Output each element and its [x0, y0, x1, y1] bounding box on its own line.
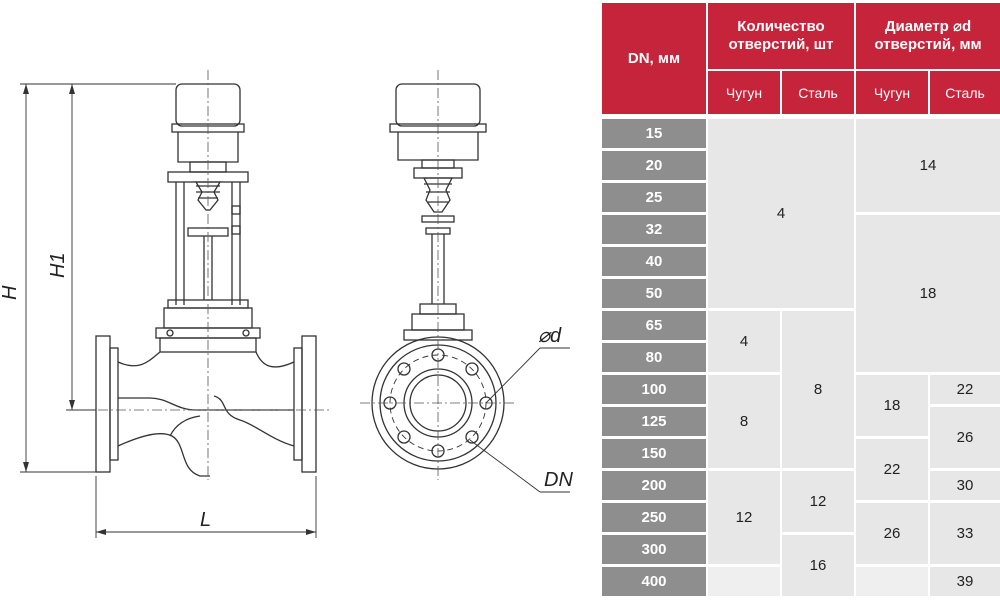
hole-diameter-cell: 26: [930, 407, 1000, 468]
dn-cell: 40: [602, 247, 706, 276]
dn-cell: 32: [602, 215, 706, 244]
holes-count-cell: 8: [708, 375, 780, 468]
dn-cell: 125: [602, 407, 706, 436]
spec-table: DN, мм Количество отверстий, шт Диаметр …: [600, 0, 1000, 603]
dn-cell: 150: [602, 439, 706, 468]
dn-cell: 50: [602, 279, 706, 308]
holes-count-cell: 4: [708, 119, 854, 308]
hole-diameter-cell: 22: [856, 439, 928, 500]
header-holes-count: Количество отверстий, шт: [708, 3, 854, 69]
dn-cell: 15: [602, 119, 706, 148]
dn-cell: 250: [602, 503, 706, 532]
hole-diameter-cell: [856, 567, 928, 596]
header-count-steel: Сталь: [782, 71, 854, 114]
valve-drawing: H H1 L ⌀d DN: [0, 70, 573, 538]
holes-count-cell: 12: [782, 471, 854, 532]
header-dn: DN, мм: [602, 3, 706, 114]
front-body: [95, 335, 317, 477]
header-diam-cast-iron: Чугун: [856, 71, 928, 114]
holes-count-cell: 12: [708, 471, 780, 564]
hole-diameter-cell: 18: [856, 375, 928, 436]
dn-cell: 80: [602, 343, 706, 372]
hole-diameter-cell: 33: [930, 503, 1000, 564]
hole-diameter-cell: 26: [856, 503, 928, 564]
dn-cell: 65: [602, 311, 706, 340]
hole-diameter-cell: 30: [930, 471, 1000, 500]
holes-count-cell: 4: [708, 311, 780, 372]
dn-cell: 25: [602, 183, 706, 212]
side-actuator: [389, 83, 487, 341]
dn-cell: 200: [602, 471, 706, 500]
dn-cell: 20: [602, 151, 706, 180]
holes-count-cell: 8: [782, 311, 854, 468]
label-H: H: [0, 285, 21, 300]
hole-diameter-cell: 18: [856, 215, 1000, 372]
holes-count-cell: 16: [782, 535, 854, 596]
dn-cell: 300: [602, 535, 706, 564]
header-hole-diameter: Диаметр ⌀d отверстий, мм: [856, 3, 1000, 69]
header-diam-steel: Сталь: [930, 71, 1000, 114]
hole-diameter-cell: 14: [856, 119, 1000, 212]
dimension-lines: [20, 83, 570, 538]
label-DN: DN: [544, 469, 573, 491]
dn-cell: 400: [602, 567, 706, 596]
hole-diameter-cell: 22: [930, 375, 1000, 404]
header-count-cast-iron: Чугун: [708, 71, 780, 114]
holes-count-cell: [708, 567, 780, 596]
label-H1: H1: [47, 252, 69, 278]
dn-cell: 100: [602, 375, 706, 404]
hole-diameter-cell: 39: [930, 567, 1000, 596]
label-L: L: [200, 509, 211, 531]
label-d: ⌀d: [538, 325, 562, 347]
